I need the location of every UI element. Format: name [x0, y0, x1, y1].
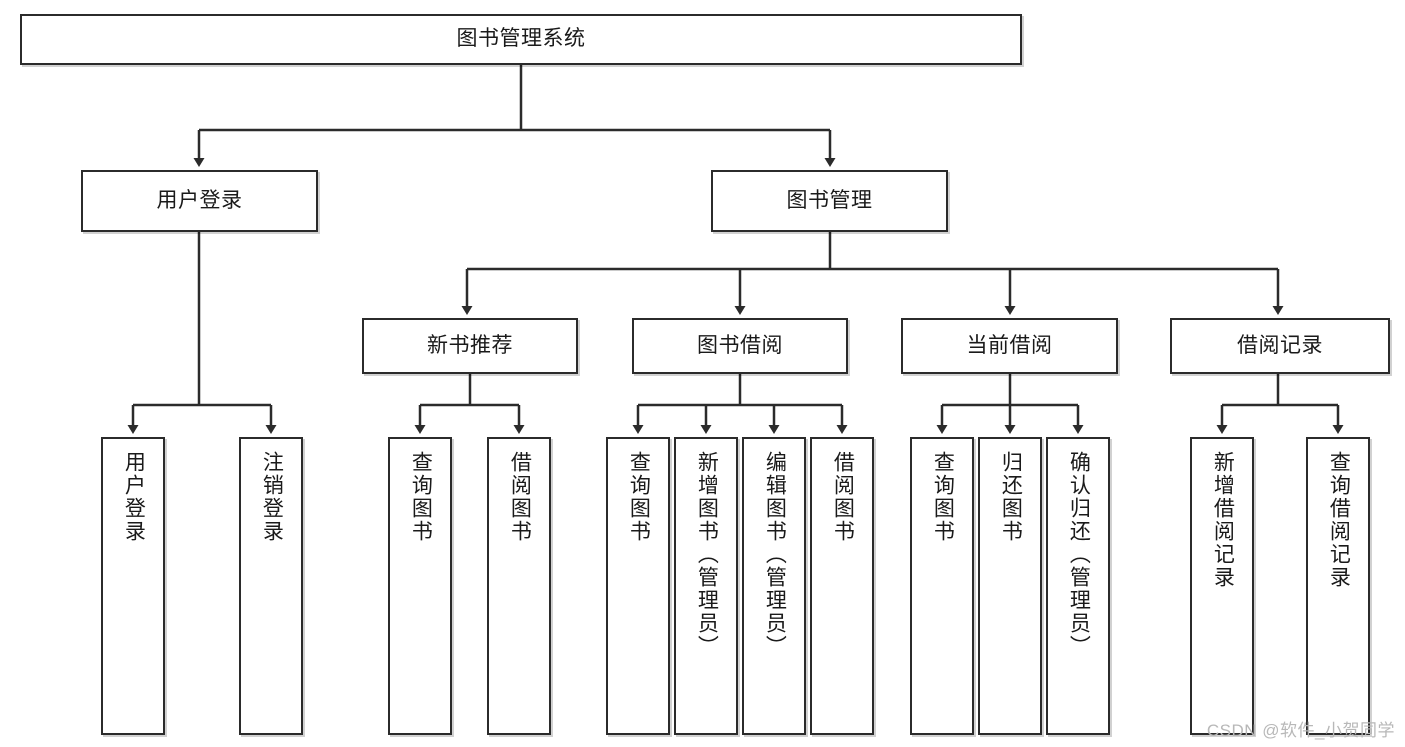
node-root[interactable]: 图书管理系统 [20, 14, 1022, 65]
node-user-login[interactable]: 用户登录 [81, 170, 318, 232]
leaf-query-book-2-label: 查询图书 [627, 451, 651, 543]
leaf-query-book-1[interactable]: 查询图书 [388, 437, 452, 735]
leaf-query-book-3-label: 查询图书 [931, 451, 955, 543]
node-borrow-record[interactable]: 借阅记录 [1170, 318, 1390, 374]
leaf-user-login-label: 用户登录 [122, 451, 146, 543]
leaf-query-book-1-label: 查询图书 [409, 451, 433, 543]
node-current-borrow[interactable]: 当前借阅 [901, 318, 1118, 374]
leaf-add-record-label: 新增借阅记录 [1211, 451, 1235, 589]
leaf-add-book-label: 新增图书（管理员） [695, 451, 719, 658]
leaf-edit-book-label: 编辑图书（管理员） [763, 451, 787, 658]
leaf-borrow-book-1-label: 借阅图书 [508, 451, 532, 543]
leaf-borrow-book-1[interactable]: 借阅图书 [487, 437, 551, 735]
leaf-add-book[interactable]: 新增图书（管理员） [674, 437, 738, 735]
watermark-text: CSDN @软件_小贺同学 [1206, 721, 1395, 740]
node-book-manage[interactable]: 图书管理 [711, 170, 948, 232]
leaf-return-book-label: 归还图书 [999, 451, 1023, 543]
leaf-confirm-return[interactable]: 确认归还（管理员） [1046, 437, 1110, 735]
leaf-query-book-3[interactable]: 查询图书 [910, 437, 974, 735]
leaf-add-record[interactable]: 新增借阅记录 [1190, 437, 1254, 735]
leaf-borrow-book-2-label: 借阅图书 [831, 451, 855, 543]
leaf-confirm-return-label: 确认归还（管理员） [1067, 451, 1091, 658]
node-borrow-record-label: 借阅记录 [1237, 333, 1323, 357]
leaf-user-login[interactable]: 用户登录 [101, 437, 165, 735]
node-book-borrow[interactable]: 图书借阅 [632, 318, 848, 374]
node-book-borrow-label: 图书借阅 [697, 333, 783, 357]
node-book-manage-label: 图书管理 [786, 188, 873, 212]
leaf-edit-book[interactable]: 编辑图书（管理员） [742, 437, 806, 735]
node-current-borrow-label: 当前借阅 [966, 333, 1053, 357]
leaf-query-record[interactable]: 查询借阅记录 [1306, 437, 1370, 735]
leaf-return-book[interactable]: 归还图书 [978, 437, 1042, 735]
leaf-borrow-book-2[interactable]: 借阅图书 [810, 437, 874, 735]
node-user-login-label: 用户登录 [156, 188, 243, 212]
node-root-label: 图书管理系统 [456, 27, 586, 51]
leaf-logout-label: 注销登录 [260, 451, 284, 543]
leaf-query-book-2[interactable]: 查询图书 [606, 437, 670, 735]
node-new-book-recommend[interactable]: 新书推荐 [362, 318, 578, 374]
leaf-query-record-label: 查询借阅记录 [1327, 451, 1351, 589]
node-new-book-recommend-label: 新书推荐 [427, 333, 513, 357]
leaf-logout[interactable]: 注销登录 [239, 437, 303, 735]
